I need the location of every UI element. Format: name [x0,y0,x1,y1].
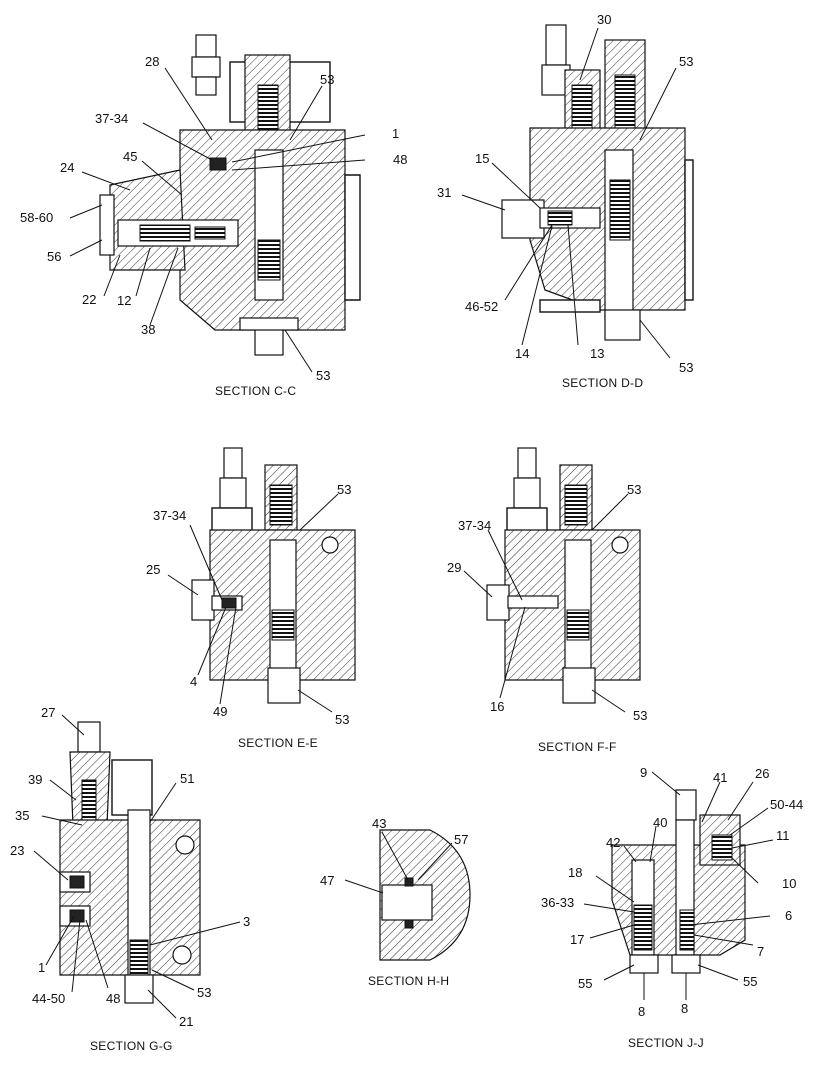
section-c-c-leaders [69,67,366,373]
section-f-f-leaders [463,493,629,713]
section-e-e-drawing [191,447,356,704]
section-title: SECTION D-D [562,376,643,390]
callout: 11 [776,828,790,843]
callout: 39 [28,772,42,787]
section-g-g-leaders [33,714,241,1019]
callout: 56 [47,249,61,264]
callout: 55 [578,976,592,991]
callout: 37-34 [458,518,491,533]
callout: 8 [681,1001,688,1016]
callout: 41 [713,770,727,785]
section-d-d-leaders [461,27,677,359]
section-g-g: 27 39 51 35 23 3 1 44-50 48 53 21 SECTIO… [10,705,250,1053]
callout: 12 [117,293,131,308]
callout: 8 [638,1004,645,1019]
callout: 7 [757,944,764,959]
callout: 43 [372,816,386,831]
section-c-c: 28 53 37-34 1 45 48 24 58-60 56 22 12 38… [20,34,407,398]
callout: 45 [123,149,137,164]
callout: 36-33 [541,895,574,910]
callout: 25 [146,562,160,577]
callout: 40 [653,815,667,830]
callout: 57 [454,832,468,847]
callout: 9 [640,765,647,780]
callout: 49 [213,704,227,719]
callout: 37-34 [95,111,128,126]
section-f-f: 53 37-34 29 16 53 SECTION F-F [447,447,647,754]
section-title: SECTION C-C [215,384,296,398]
callout: 35 [15,808,29,823]
callout: 1 [392,126,399,141]
callout: 28 [145,54,159,69]
callout: 51 [180,771,194,786]
section-g-g-drawing [59,721,201,1004]
callout: 53 [679,54,693,69]
section-e-e-leaders [167,493,339,713]
callout: 55 [743,974,757,989]
section-title: SECTION F-F [538,740,617,754]
callout: 15 [475,151,489,166]
callout: 22 [82,292,96,307]
callout: 48 [393,152,407,167]
callout: 42 [606,835,620,850]
callout: 6 [785,908,792,923]
section-j-j: 9 41 26 50-44 11 42 40 10 18 36-33 6 17 … [541,765,803,1050]
callout: 13 [590,346,604,361]
section-title: SECTION G-G [90,1039,173,1053]
callout: 50-44 [770,797,803,812]
section-j-j-drawing [611,789,746,974]
callout: 53 [335,712,349,727]
section-title: SECTION J-J [628,1036,704,1050]
section-c-c-drawing [99,34,361,356]
callout: 37-34 [153,508,186,523]
callout: 38 [141,322,155,337]
callout: 31 [437,185,451,200]
callout: 44-50 [32,991,65,1006]
callout: 16 [490,699,504,714]
callout: 53 [337,482,351,497]
callout: 46-52 [465,299,498,314]
callout: 53 [316,368,330,383]
section-f-f-drawing [486,447,641,704]
callout: 4 [190,674,197,689]
callout: 21 [179,1014,193,1029]
section-title: SECTION H-H [368,974,449,988]
callout: 58-60 [20,210,53,225]
callout: 18 [568,865,582,880]
callout: 53 [320,72,334,87]
section-h-h-drawing [379,829,471,961]
callout: 29 [447,560,461,575]
callout: 48 [106,991,120,1006]
callout: 26 [755,766,769,781]
callout: 53 [197,985,211,1000]
callout: 10 [782,876,796,891]
section-j-j-leaders [583,771,774,1000]
callout: 23 [10,843,24,858]
callout: 1 [38,960,45,975]
callout: 53 [633,708,647,723]
callout: 30 [597,12,611,27]
callout: 47 [320,873,334,888]
callout: 27 [41,705,55,720]
callout: 53 [627,482,641,497]
callout: 17 [570,932,584,947]
section-d-d-drawing [501,24,694,341]
section-e-e: 53 37-34 25 4 49 53 SECTION E-E [146,447,356,750]
callout: 3 [243,914,250,929]
callout: 24 [60,160,74,175]
section-title: SECTION E-E [238,736,318,750]
callout: 14 [515,346,529,361]
section-d-d: 30 53 15 31 46-52 14 13 53 SECTION D-D [437,12,694,390]
callout: 53 [679,360,693,375]
section-h-h-leaders [344,831,453,894]
section-h-h: 43 57 47 SECTION H-H [320,816,471,988]
